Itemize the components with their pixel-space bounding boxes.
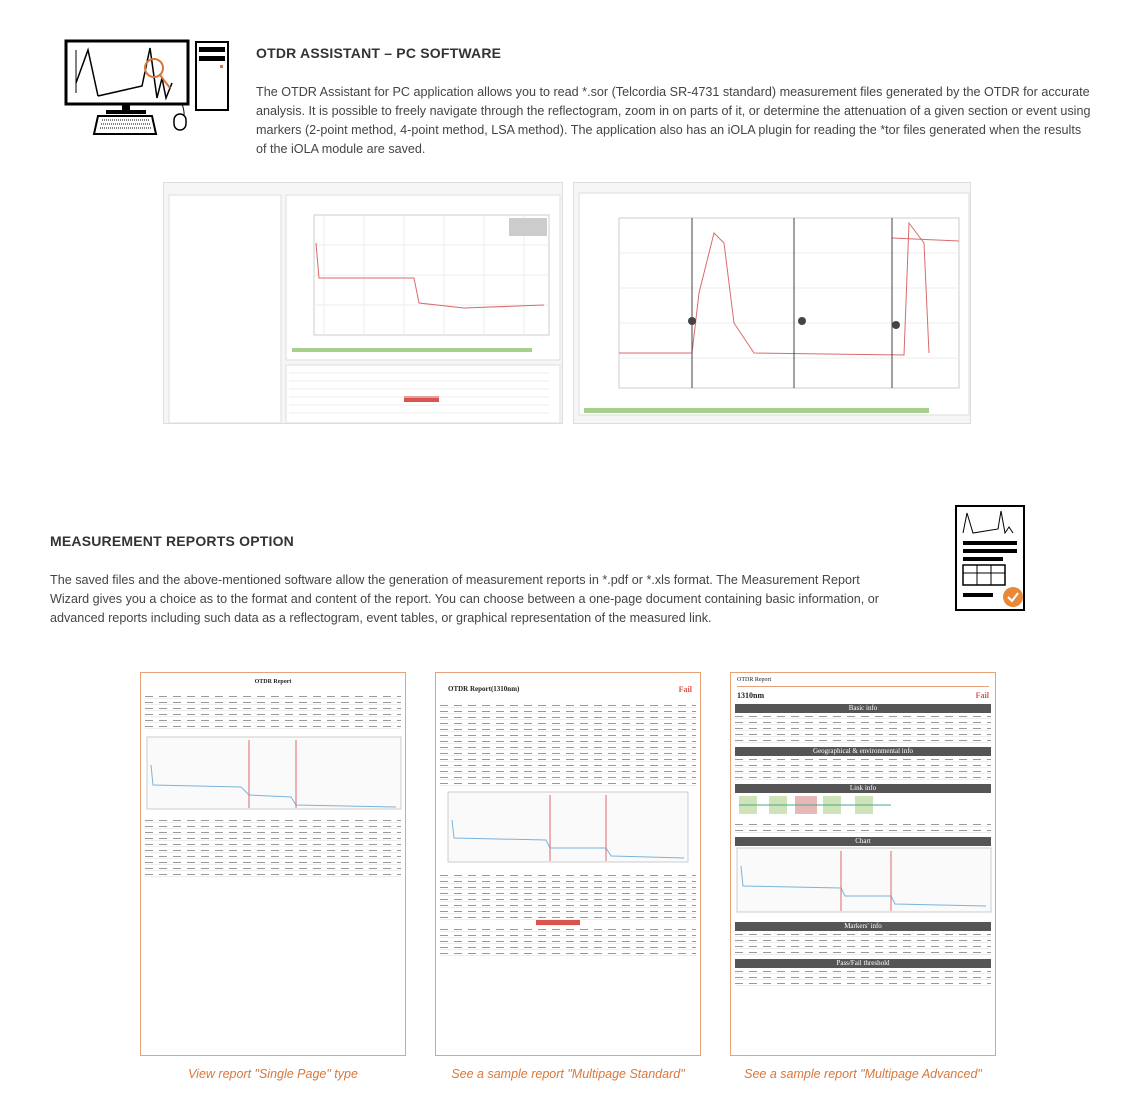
fail-status: Fail: [678, 685, 692, 694]
software-screenshot-zoomed[interactable]: [573, 182, 971, 424]
section-chart: Chart: [735, 837, 991, 846]
report-multipage-standard-preview[interactable]: OTDR Report(1310nm) Fail: [435, 672, 701, 1056]
fail-status: Fail: [975, 691, 989, 700]
reports-section-description: The saved files and the above-mentioned …: [50, 573, 879, 625]
pc-software-icon: [64, 39, 229, 135]
multipage-advanced-report-link[interactable]: See a sample report "Multipage Advanced": [744, 1067, 982, 1081]
report-single-page-preview[interactable]: OTDR Report: [140, 672, 406, 1056]
section-geo-info: Geographical & environmental info: [735, 747, 991, 756]
wavelength: 1310nm: [737, 691, 765, 700]
otdr-section-title: OTDR ASSISTANT – PC SOFTWARE: [256, 45, 502, 61]
multipage-standard-report-link[interactable]: See a sample report "Multipage Standard": [451, 1067, 685, 1081]
section-basic-info: Basic info: [735, 704, 991, 713]
section-link-info: Link info: [735, 784, 991, 793]
report-title: OTDR Report(1310nm): [448, 685, 520, 693]
report-document-icon: [955, 505, 1025, 611]
report-multipage-advanced-preview[interactable]: OTDR Report 1310nm Fail Basic info Geogra…: [730, 672, 996, 1056]
report-title: OTDR Report: [254, 679, 292, 685]
section-pass-fail-threshold: Pass/Fail threshold: [735, 959, 991, 968]
software-screenshot-main[interactable]: [163, 182, 563, 424]
section-markers-info: Markers' info: [735, 922, 991, 931]
single-page-report-link[interactable]: View report "Single Page" type: [188, 1067, 358, 1081]
otdr-section-description: The OTDR Assistant for PC application al…: [256, 85, 1091, 156]
reports-section-title: MEASUREMENT REPORTS OPTION: [50, 533, 294, 549]
report-title: OTDR Report: [737, 677, 989, 687]
